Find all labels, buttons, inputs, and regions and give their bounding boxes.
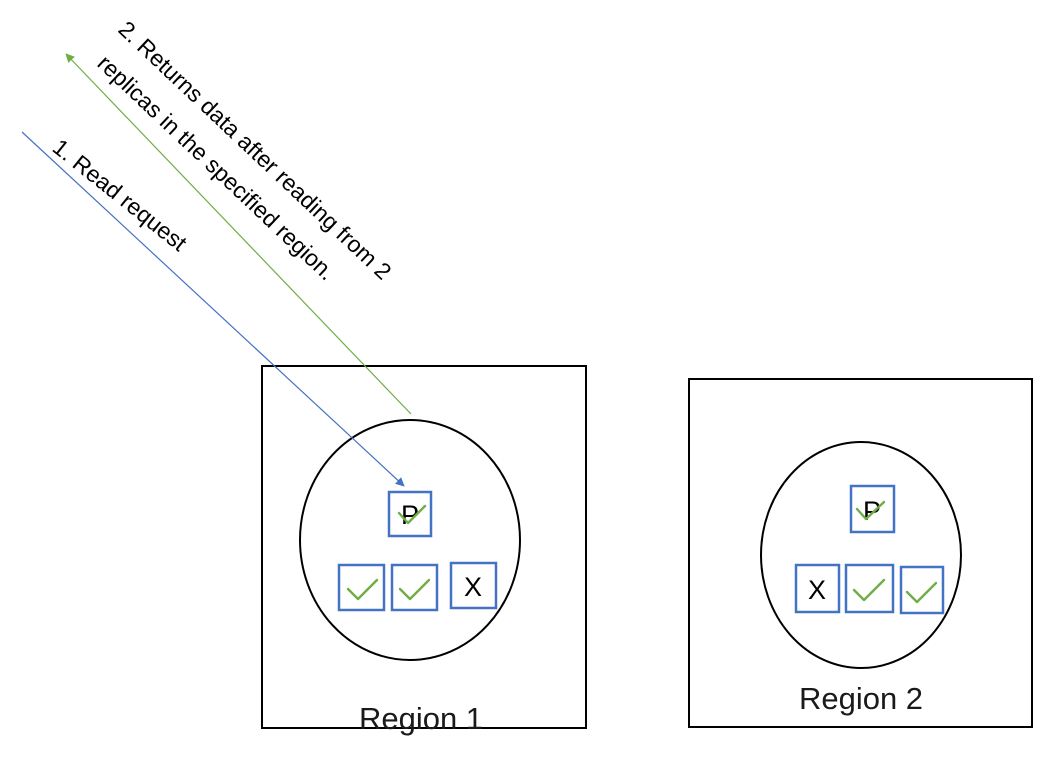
return-data-arrow — [65, 53, 412, 415]
region-1-secondary-replica-1 — [337, 563, 386, 612]
region-2-circle — [760, 441, 962, 669]
region-1: P X Region 1 — [261, 365, 587, 736]
check-icon — [852, 578, 886, 602]
read-request-label: 1. Read request — [48, 134, 193, 257]
check-icon — [905, 581, 938, 604]
replica-box — [794, 563, 841, 614]
replica-box — [849, 484, 896, 534]
region-2-secondary-replica-2 — [844, 563, 895, 614]
replica-box — [449, 561, 498, 610]
region-1-circle — [299, 419, 521, 661]
check-icon — [397, 504, 427, 525]
returns-data-label-line-2: replicas in the specified region. — [93, 50, 341, 286]
region-label: Region 2 — [799, 681, 923, 716]
read-request-arrow — [21, 131, 405, 487]
failed-replica-mark: X — [808, 575, 826, 605]
region-label: Region 1 — [359, 701, 483, 736]
region-2-secondary-replica-1: X — [794, 563, 841, 614]
replica-letter: P — [401, 500, 419, 530]
region-2-primary-replica: P — [849, 484, 896, 534]
returns-data-label-line-1: 2. Returns data after reading from 2 — [114, 16, 397, 285]
replica-box — [390, 563, 439, 612]
check-icon — [398, 578, 431, 601]
replica-box — [899, 565, 945, 615]
region-1-secondary-replica-3: X — [449, 561, 498, 610]
replica-box — [337, 563, 386, 612]
check-icon — [855, 500, 886, 521]
check-icon — [346, 578, 379, 601]
region-2: P X Region 2 — [688, 378, 1033, 728]
replica-box — [844, 563, 895, 614]
replica-letter: P — [863, 496, 881, 526]
replica-box — [387, 490, 433, 538]
region-2-secondary-replica-3 — [899, 565, 945, 615]
region-1-primary-replica: P — [387, 490, 433, 538]
failed-replica-mark: X — [464, 572, 482, 602]
region-1-secondary-replica-2 — [390, 563, 439, 612]
